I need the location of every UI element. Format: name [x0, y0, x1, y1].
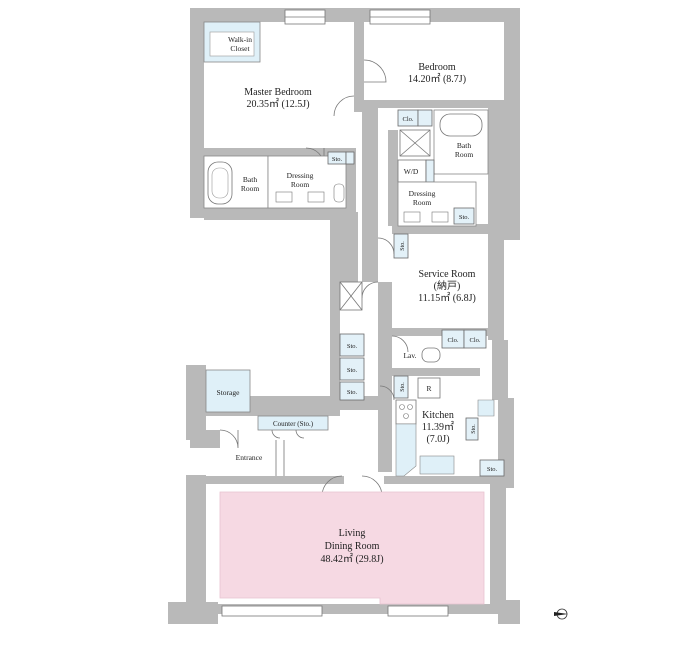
clo-label-3: Clo. — [469, 337, 480, 344]
sto-label: Sto. — [332, 156, 343, 163]
right-bath-area: Clo. Bath Room W/D Dressing Room Sto. — [397, 109, 489, 227]
sto-label-4: Sto. — [347, 343, 358, 350]
storage-label: Storage — [217, 388, 241, 397]
living-area: 48.42㎡ (29.8J) — [320, 553, 383, 565]
sto-label-5: Sto. — [347, 367, 358, 374]
left-bath: Bath Room — [203, 155, 269, 209]
kitchen-area: 11.39㎡ — [422, 421, 454, 433]
sto-label-3: Sto. — [400, 241, 406, 251]
kitchen: Sto. R Kitchen 11.39㎡ (7.0J) Sto. Sto. — [393, 375, 505, 477]
counter-label: Counter (Sto.) — [273, 420, 314, 428]
sto-label-2: Sto. — [459, 214, 470, 221]
master-bedroom-area: 20.35㎡ (12.5J) — [246, 98, 309, 110]
storage-room: Storage — [205, 369, 251, 413]
service-room-note: (納戸) — [434, 279, 461, 292]
hallway-storage: Sto. Sto. Sto. Sto. — [339, 233, 409, 401]
living-label: Living — [339, 528, 366, 539]
walk-in-closet-label: Walk-in — [228, 35, 252, 44]
sto-label-6: Sto. — [347, 389, 358, 396]
bedroom-area: 14.20㎡ (8.7J) — [408, 73, 466, 85]
bath-room-left-label-2: Room — [241, 184, 260, 193]
dressing-room-right-label-2: Room — [413, 198, 432, 207]
living-dining: Living Dining Room 48.42㎡ (29.8J) — [219, 491, 485, 605]
bath-room-left-label: Bath — [243, 175, 257, 184]
entrance-label: Entrance — [236, 453, 263, 462]
sto-label-9: Sto. — [487, 466, 498, 473]
sto-label-7: Sto. — [400, 382, 406, 392]
dressing-room-left-label-2: Room — [291, 180, 310, 189]
bath-room-right-label: Bath — [457, 141, 471, 150]
sto-label-8: Sto. — [471, 424, 477, 434]
bath-room-right-label-2: Room — [455, 150, 474, 159]
lav-label: Lav. — [403, 351, 416, 360]
lavatory: Lav. — [403, 347, 441, 363]
dressing-room-left-label: Dressing — [287, 171, 314, 180]
north-arrow-icon — [554, 608, 568, 620]
dressing-room-right-label: Dressing — [409, 189, 436, 198]
service-room-area: 11.15㎡ (6.8J) — [418, 292, 476, 304]
walk-in-closet-label-2: Closet — [230, 44, 250, 53]
left-dressing: Dressing Room Sto. — [267, 151, 355, 209]
wd-label: W/D — [404, 167, 419, 176]
kitchen-label: Kitchen — [422, 410, 454, 421]
clo-label-2: Clo. — [447, 337, 458, 344]
counter-storage: Counter (Sto.) — [257, 415, 329, 476]
bedroom-label: Bedroom — [418, 62, 455, 73]
service-room-label: Service Room — [419, 269, 476, 280]
clo-label: Clo. — [402, 116, 413, 123]
walk-in-closet: Walk-in Closet — [203, 21, 261, 63]
service-closets: Clo. Clo. — [441, 329, 487, 349]
refrigerator-label: R — [426, 384, 431, 393]
windows — [221, 9, 449, 617]
kitchen-tatami: (7.0J) — [426, 434, 449, 445]
master-bedroom-label: Master Bedroom — [244, 87, 312, 98]
dining-label: Dining Room — [325, 541, 380, 552]
